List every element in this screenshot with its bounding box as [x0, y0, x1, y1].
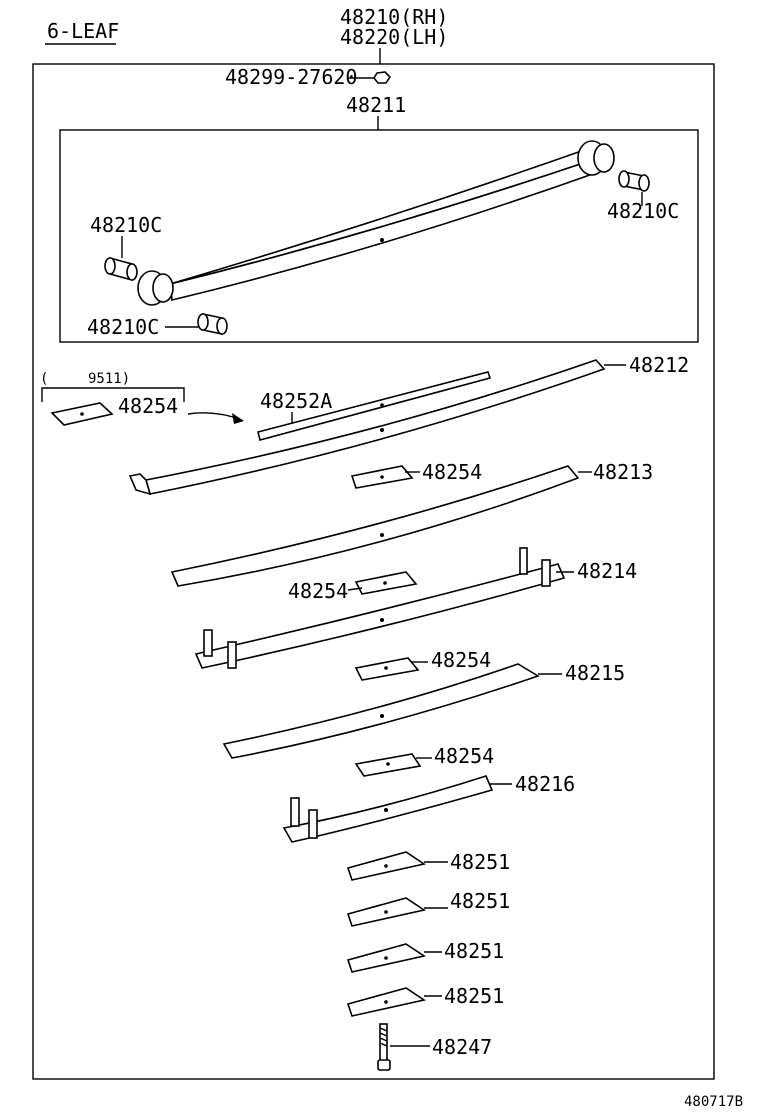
- spacer-3-label[interactable]: 48251: [444, 939, 504, 963]
- spacer-4-label[interactable]: 48251: [444, 984, 504, 1008]
- spacer-1-label[interactable]: 48251: [450, 850, 510, 874]
- main-leaf-label[interactable]: 48211: [346, 93, 406, 117]
- date-range-value: 9511): [88, 371, 130, 387]
- bushing-left-icon[interactable]: [104, 256, 138, 282]
- liner-old-label[interactable]: 48254: [118, 394, 178, 418]
- date-range-open: (: [40, 371, 48, 387]
- leaf-4-icon[interactable]: [194, 547, 566, 669]
- liner-a-label[interactable]: 48254: [422, 460, 482, 484]
- center-bolt-icon[interactable]: [377, 1023, 391, 1071]
- nut-label[interactable]: 48299-27620: [225, 65, 357, 89]
- liner-new-label[interactable]: 48252A: [260, 389, 332, 413]
- leaf-2-label[interactable]: 48212: [629, 353, 689, 377]
- assembly-frame: [32, 63, 715, 1080]
- leaf-6-label[interactable]: 48216: [515, 772, 575, 796]
- liner-d-label[interactable]: 48254: [434, 744, 494, 768]
- spacer-2-label[interactable]: 48251: [450, 889, 510, 913]
- bushing-left-label[interactable]: 48210C: [90, 213, 162, 237]
- diagram-code: 480717B: [684, 1094, 743, 1110]
- leaf-5-icon[interactable]: [222, 663, 540, 759]
- assembly-rh-label[interactable]: 48210(RH): [340, 5, 448, 29]
- liner-new-icon[interactable]: [257, 371, 492, 441]
- main-leaf-frame: [59, 129, 699, 343]
- bushing-top-right-label[interactable]: 48210C: [607, 199, 679, 223]
- arrow-head-icon: [232, 413, 244, 424]
- variant-label: 6-LEAF: [47, 19, 119, 43]
- nut-icon[interactable]: [373, 71, 392, 84]
- liner-c-label[interactable]: 48254: [431, 648, 491, 672]
- leaf-3-icon[interactable]: [170, 465, 580, 587]
- liner-b-leader: [347, 587, 363, 591]
- center-bolt-label[interactable]: 48247: [432, 1035, 492, 1059]
- leaf-2-icon[interactable]: [128, 359, 606, 496]
- bushing-top-right-icon[interactable]: [618, 170, 650, 192]
- leaf-6-icon[interactable]: [282, 775, 494, 843]
- leaf-5-label[interactable]: 48215: [565, 661, 625, 685]
- bushing-bottom-icon[interactable]: [197, 313, 228, 335]
- leaf-4-label[interactable]: 48214: [577, 559, 637, 583]
- date-range-bracket: [41, 387, 185, 402]
- assembly-lh-label[interactable]: 48220(LH): [340, 25, 448, 49]
- leaf-3-label[interactable]: 48213: [593, 460, 653, 484]
- main-leaf-icon[interactable]: [137, 140, 615, 306]
- bushing-bottom-label[interactable]: 48210C: [87, 315, 159, 339]
- liner-b-label[interactable]: 48254: [288, 579, 348, 603]
